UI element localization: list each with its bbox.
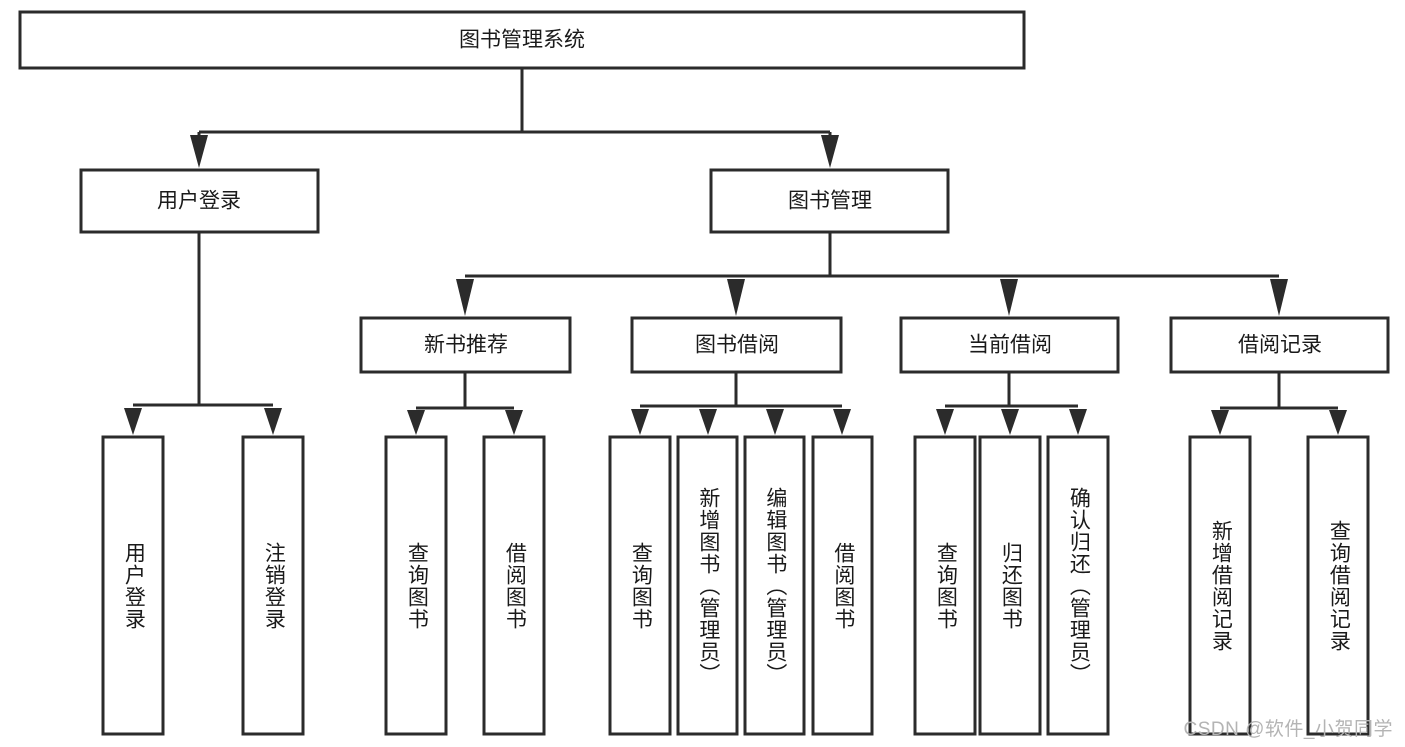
node-new-book-recommend-box[interactable] bbox=[359, 316, 572, 374]
leaf-newbook-borrow-book-label-wrap: 借阅图书 bbox=[503, 541, 527, 630]
leaf-bb-edit-book-admin[interactable]: 编辑图书（管理员） bbox=[743, 435, 806, 736]
arrow-bb-edit bbox=[766, 409, 784, 435]
leaf-bb-query-book-label: 查询图书 bbox=[629, 541, 653, 630]
leaf-br-query-record[interactable]: 查询借阅记录 bbox=[1306, 435, 1370, 736]
leaf-user-login-box[interactable] bbox=[101, 435, 165, 736]
node-root[interactable]: 图书管理系统 bbox=[18, 10, 1026, 70]
leaf-cb-query-book-label: 查询图书 bbox=[934, 541, 958, 630]
node-book-manage[interactable]: 图书管理 bbox=[709, 168, 950, 234]
leaf-cb-return-book-box[interactable] bbox=[978, 435, 1042, 736]
arrow-to-user-login bbox=[190, 135, 208, 168]
leaf-bb-edit-book-admin-box[interactable] bbox=[743, 435, 806, 736]
node-borrow-record-label: 借阅记录 bbox=[1238, 334, 1322, 357]
leaf-newbook-query-book-label-wrap: 查询图书 bbox=[405, 541, 429, 630]
leaf-cb-query-book[interactable]: 查询图书 bbox=[913, 435, 977, 736]
leaf-bb-borrow-book-label: 借阅图书 bbox=[831, 541, 855, 630]
arrow-to-book-borrow bbox=[727, 279, 745, 316]
leaf-newbook-query-book[interactable]: 查询图书 bbox=[384, 435, 448, 736]
arrow-newbook-borrow bbox=[505, 410, 523, 435]
node-user-login[interactable]: 用户登录 bbox=[79, 168, 320, 234]
leaf-cb-return-book-label-wrap: 归还图书 bbox=[999, 541, 1023, 630]
arrow-bb-borrow bbox=[833, 409, 851, 435]
arrow-br-add bbox=[1211, 410, 1229, 435]
leaf-user-login-label: 用户登录 bbox=[122, 541, 146, 630]
leaf-bb-edit-book-admin-label-wrap: 编辑图书（管理员） bbox=[763, 486, 787, 685]
leaf-br-query-record-box[interactable] bbox=[1306, 435, 1370, 736]
node-new-book-recommend[interactable]: 新书推荐 bbox=[359, 316, 572, 374]
arrow-to-borrow-record bbox=[1270, 279, 1288, 316]
leaf-bb-add-book-admin-label: 新增图书（管理员） bbox=[696, 486, 720, 685]
leaf-bb-borrow-book[interactable]: 借阅图书 bbox=[811, 435, 874, 736]
leaf-cb-query-book-label-wrap: 查询图书 bbox=[934, 541, 958, 630]
node-root-box[interactable] bbox=[18, 10, 1026, 70]
leaf-logout-label: 注销登录 bbox=[262, 541, 286, 630]
node-borrow-record-box[interactable] bbox=[1169, 316, 1390, 374]
leaf-cb-confirm-return-admin[interactable]: 确认归还（管理员） bbox=[1046, 435, 1110, 736]
leaf-bb-borrow-book-box[interactable] bbox=[811, 435, 874, 736]
leaf-bb-query-book-label-wrap: 查询图书 bbox=[629, 541, 653, 630]
leaf-newbook-query-book-label: 查询图书 bbox=[405, 541, 429, 630]
leaf-bb-add-book-admin-label-wrap: 新增图书（管理员） bbox=[696, 486, 720, 685]
leaf-bb-add-book-admin-box[interactable] bbox=[676, 435, 739, 736]
connector-group bbox=[124, 68, 1347, 435]
leaf-cb-return-book-label: 归还图书 bbox=[999, 541, 1023, 630]
node-new-book-recommend-label: 新书推荐 bbox=[424, 334, 508, 357]
node-root-label: 图书管理系统 bbox=[459, 29, 585, 52]
leaf-bb-query-book[interactable]: 查询图书 bbox=[608, 435, 672, 736]
leaf-user-login[interactable]: 用户登录 bbox=[101, 435, 165, 736]
arrow-bb-query bbox=[631, 409, 649, 435]
leaf-br-add-record[interactable]: 新增借阅记录 bbox=[1188, 435, 1252, 736]
leaf-bb-add-book-admin[interactable]: 新增图书（管理员） bbox=[676, 435, 739, 736]
arrow-to-leaf-logout bbox=[264, 408, 282, 435]
leaf-br-query-record-label-wrap: 查询借阅记录 bbox=[1327, 519, 1351, 652]
leaf-cb-query-book-box[interactable] bbox=[913, 435, 977, 736]
leaf-newbook-borrow-book-label: 借阅图书 bbox=[503, 541, 527, 630]
arrow-cb-query bbox=[936, 409, 954, 435]
leaf-user-login-label-wrap: 用户登录 bbox=[122, 541, 146, 630]
leaf-cb-confirm-return-admin-box[interactable] bbox=[1046, 435, 1110, 736]
leaf-logout-box[interactable] bbox=[241, 435, 305, 736]
leaf-br-query-record-label: 查询借阅记录 bbox=[1327, 519, 1351, 652]
arrow-newbook-query bbox=[407, 410, 425, 435]
leaf-newbook-borrow-book[interactable]: 借阅图书 bbox=[482, 435, 546, 736]
leaf-cb-confirm-return-admin-label: 确认归还（管理员） bbox=[1067, 486, 1091, 685]
leaf-logout[interactable]: 注销登录 bbox=[241, 435, 305, 736]
leaf-cb-confirm-return-admin-label-wrap: 确认归还（管理员） bbox=[1067, 486, 1091, 685]
leaf-logout-label-wrap: 注销登录 bbox=[262, 541, 286, 630]
node-current-borrow-label: 当前借阅 bbox=[968, 334, 1052, 357]
node-user-login-box[interactable] bbox=[79, 168, 320, 234]
arrow-bb-add bbox=[699, 409, 717, 435]
node-book-manage-box[interactable] bbox=[709, 168, 950, 234]
arrow-br-query bbox=[1329, 410, 1347, 435]
node-user-login-label: 用户登录 bbox=[157, 190, 241, 213]
leaf-br-add-record-label: 新增借阅记录 bbox=[1209, 519, 1233, 652]
node-book-borrow[interactable]: 图书借阅 bbox=[630, 316, 843, 374]
arrow-to-leaf-user-login bbox=[124, 408, 142, 435]
node-book-borrow-box[interactable] bbox=[630, 316, 843, 374]
node-current-borrow[interactable]: 当前借阅 bbox=[899, 316, 1120, 374]
leaf-cb-return-book[interactable]: 归还图书 bbox=[978, 435, 1042, 736]
arrow-cb-return bbox=[1001, 409, 1019, 435]
arrow-to-new-book-rec bbox=[456, 279, 474, 316]
leaf-bb-edit-book-admin-label: 编辑图书（管理员） bbox=[763, 486, 787, 685]
arrow-to-current-borrow bbox=[1000, 279, 1018, 316]
leaf-bb-query-book-box[interactable] bbox=[608, 435, 672, 736]
csdn-watermark: CSDN @软件_小贺同学 bbox=[1183, 719, 1393, 740]
node-book-borrow-label: 图书借阅 bbox=[695, 334, 779, 357]
node-current-borrow-box[interactable] bbox=[899, 316, 1120, 374]
leaf-bb-borrow-book-label-wrap: 借阅图书 bbox=[831, 541, 855, 630]
arrow-cb-confirm bbox=[1069, 409, 1087, 435]
node-borrow-record[interactable]: 借阅记录 bbox=[1169, 316, 1390, 374]
leaf-newbook-borrow-book-box[interactable] bbox=[482, 435, 546, 736]
leaf-br-add-record-label-wrap: 新增借阅记录 bbox=[1209, 519, 1233, 652]
arrow-to-book-manage bbox=[821, 135, 839, 168]
leaf-br-add-record-box[interactable] bbox=[1188, 435, 1252, 736]
node-book-manage-label: 图书管理 bbox=[788, 190, 872, 213]
leaf-newbook-query-book-box[interactable] bbox=[384, 435, 448, 736]
